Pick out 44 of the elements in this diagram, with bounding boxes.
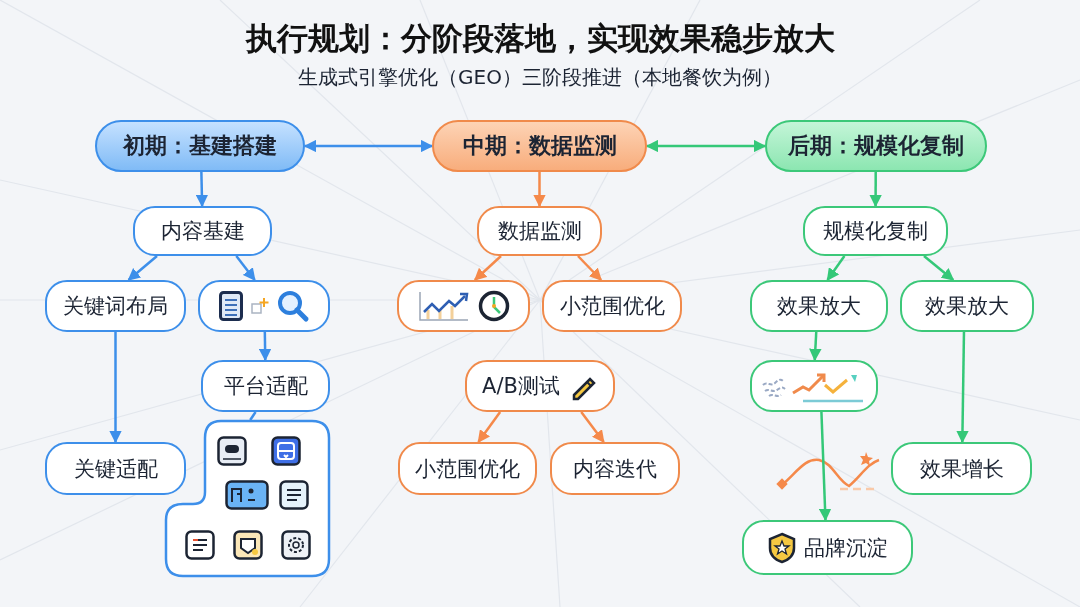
subtitle: 生成式引擎优化（GEO）三阶段推进（本地餐饮为例） — [298, 64, 782, 91]
arrow — [258, 332, 272, 362]
process-box: 数据监测 — [477, 206, 602, 256]
arrow — [577, 255, 603, 281]
process-box: 小范围优化 — [398, 442, 537, 495]
connector-line — [249, 411, 257, 421]
process-box: 内容基建 — [133, 206, 272, 256]
arrow — [809, 331, 822, 362]
box-label: A/B测试 — [482, 373, 560, 400]
process-box: 效果增长 — [891, 442, 1032, 495]
box-label: 品牌沉淀 — [803, 534, 888, 562]
arrow — [533, 172, 546, 208]
arrow — [826, 255, 846, 281]
process-box: 关键词布局 — [45, 280, 186, 332]
stage-box: 初期：基建搭建 — [95, 120, 305, 172]
arrow — [645, 139, 767, 153]
stage-box: 中期：数据监测 — [432, 120, 647, 172]
arrow — [923, 255, 955, 281]
stage-box: 后期：规模化复制 — [765, 120, 987, 172]
icon-box — [397, 280, 530, 332]
arrow — [195, 171, 209, 208]
process-box — [742, 520, 913, 575]
process-box: 内容迭代 — [550, 442, 680, 495]
process-box: 效果放大 — [900, 280, 1034, 332]
icon-box — [198, 280, 330, 332]
arrow — [580, 411, 605, 443]
process-box: 小范围优化 — [542, 280, 682, 332]
arrow — [477, 411, 502, 443]
icon-box — [750, 360, 878, 412]
arrow — [818, 411, 832, 522]
arrow — [127, 255, 158, 281]
arrow — [235, 255, 256, 281]
process-box: 关键适配 — [45, 442, 186, 495]
arrow — [869, 172, 882, 208]
arrow — [109, 332, 122, 444]
process-box: 规模化复制 — [803, 206, 948, 256]
arrow — [474, 255, 502, 281]
process-box: 平台适配 — [201, 360, 330, 412]
process-box: 效果放大 — [750, 280, 888, 332]
icon-box — [165, 420, 330, 577]
arrow — [956, 332, 969, 444]
arrow — [303, 139, 434, 153]
title: 执行规划：分阶段落地，实现效果稳步放大 — [244, 19, 836, 58]
process-box — [465, 360, 615, 412]
